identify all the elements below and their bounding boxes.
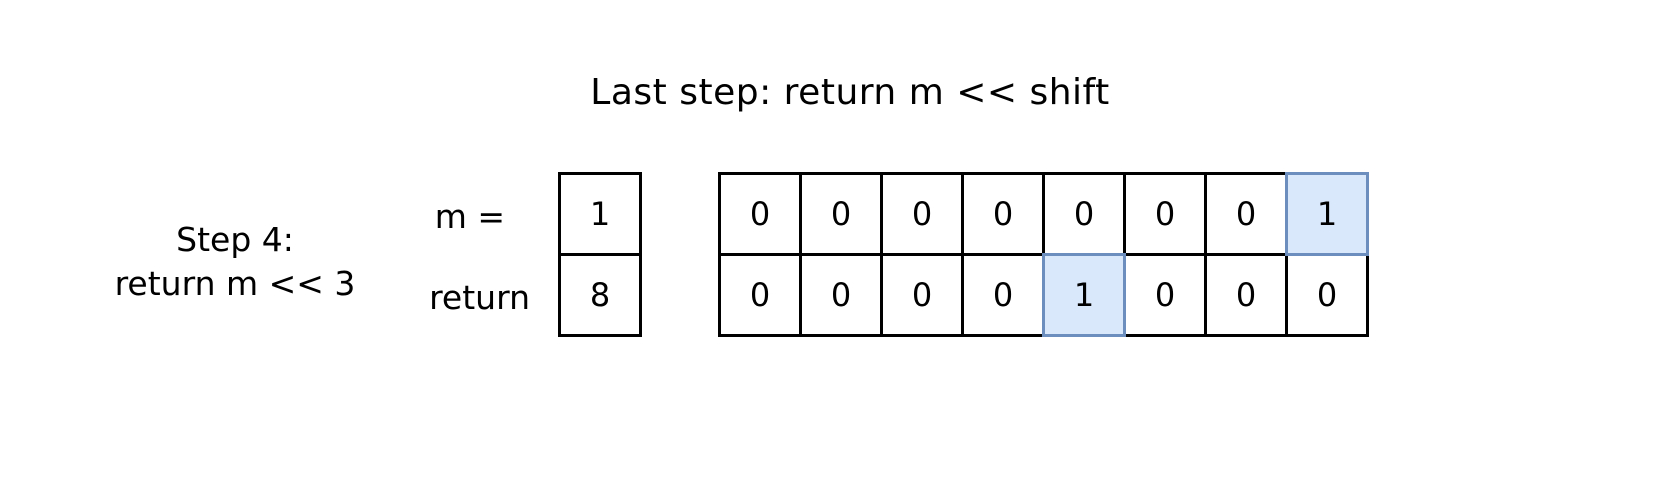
m-bit-cell-2: 0 — [880, 172, 964, 256]
step-caption-line-2: return m << 3 — [114, 264, 356, 303]
m-bit-cell-0: 0 — [718, 172, 802, 256]
m-bit-cell-7: 1 — [1285, 172, 1369, 256]
return-value-cell: 8 — [558, 253, 642, 337]
return-bit-cell-4: 1 — [1042, 253, 1126, 337]
return-bit-cell-5: 0 — [1123, 253, 1207, 337]
return-bit-cell-7: 0 — [1285, 253, 1369, 337]
return-bit-cell-2: 0 — [880, 253, 964, 337]
step-caption-line-1: Step 4: — [176, 220, 294, 259]
m-bit-cell-1: 0 — [799, 172, 883, 256]
m-bit-cell-4: 0 — [1042, 172, 1126, 256]
return-bit-cell-6: 0 — [1204, 253, 1288, 337]
m-value-cell: 1 — [558, 172, 642, 256]
row-label-m: m = — [434, 197, 505, 236]
return-bit-cell-3: 0 — [961, 253, 1045, 337]
m-bit-cell-6: 0 — [1204, 172, 1288, 256]
m-bit-cell-5: 0 — [1123, 172, 1207, 256]
diagram-title: Last step: return m << shift — [590, 72, 1110, 113]
return-bit-cell-0: 0 — [718, 253, 802, 337]
m-bit-cell-3: 0 — [961, 172, 1045, 256]
step-caption: Step 4: return m << 3 — [95, 218, 375, 306]
row-label-return: return — [429, 278, 530, 317]
return-bit-cell-1: 0 — [799, 253, 883, 337]
